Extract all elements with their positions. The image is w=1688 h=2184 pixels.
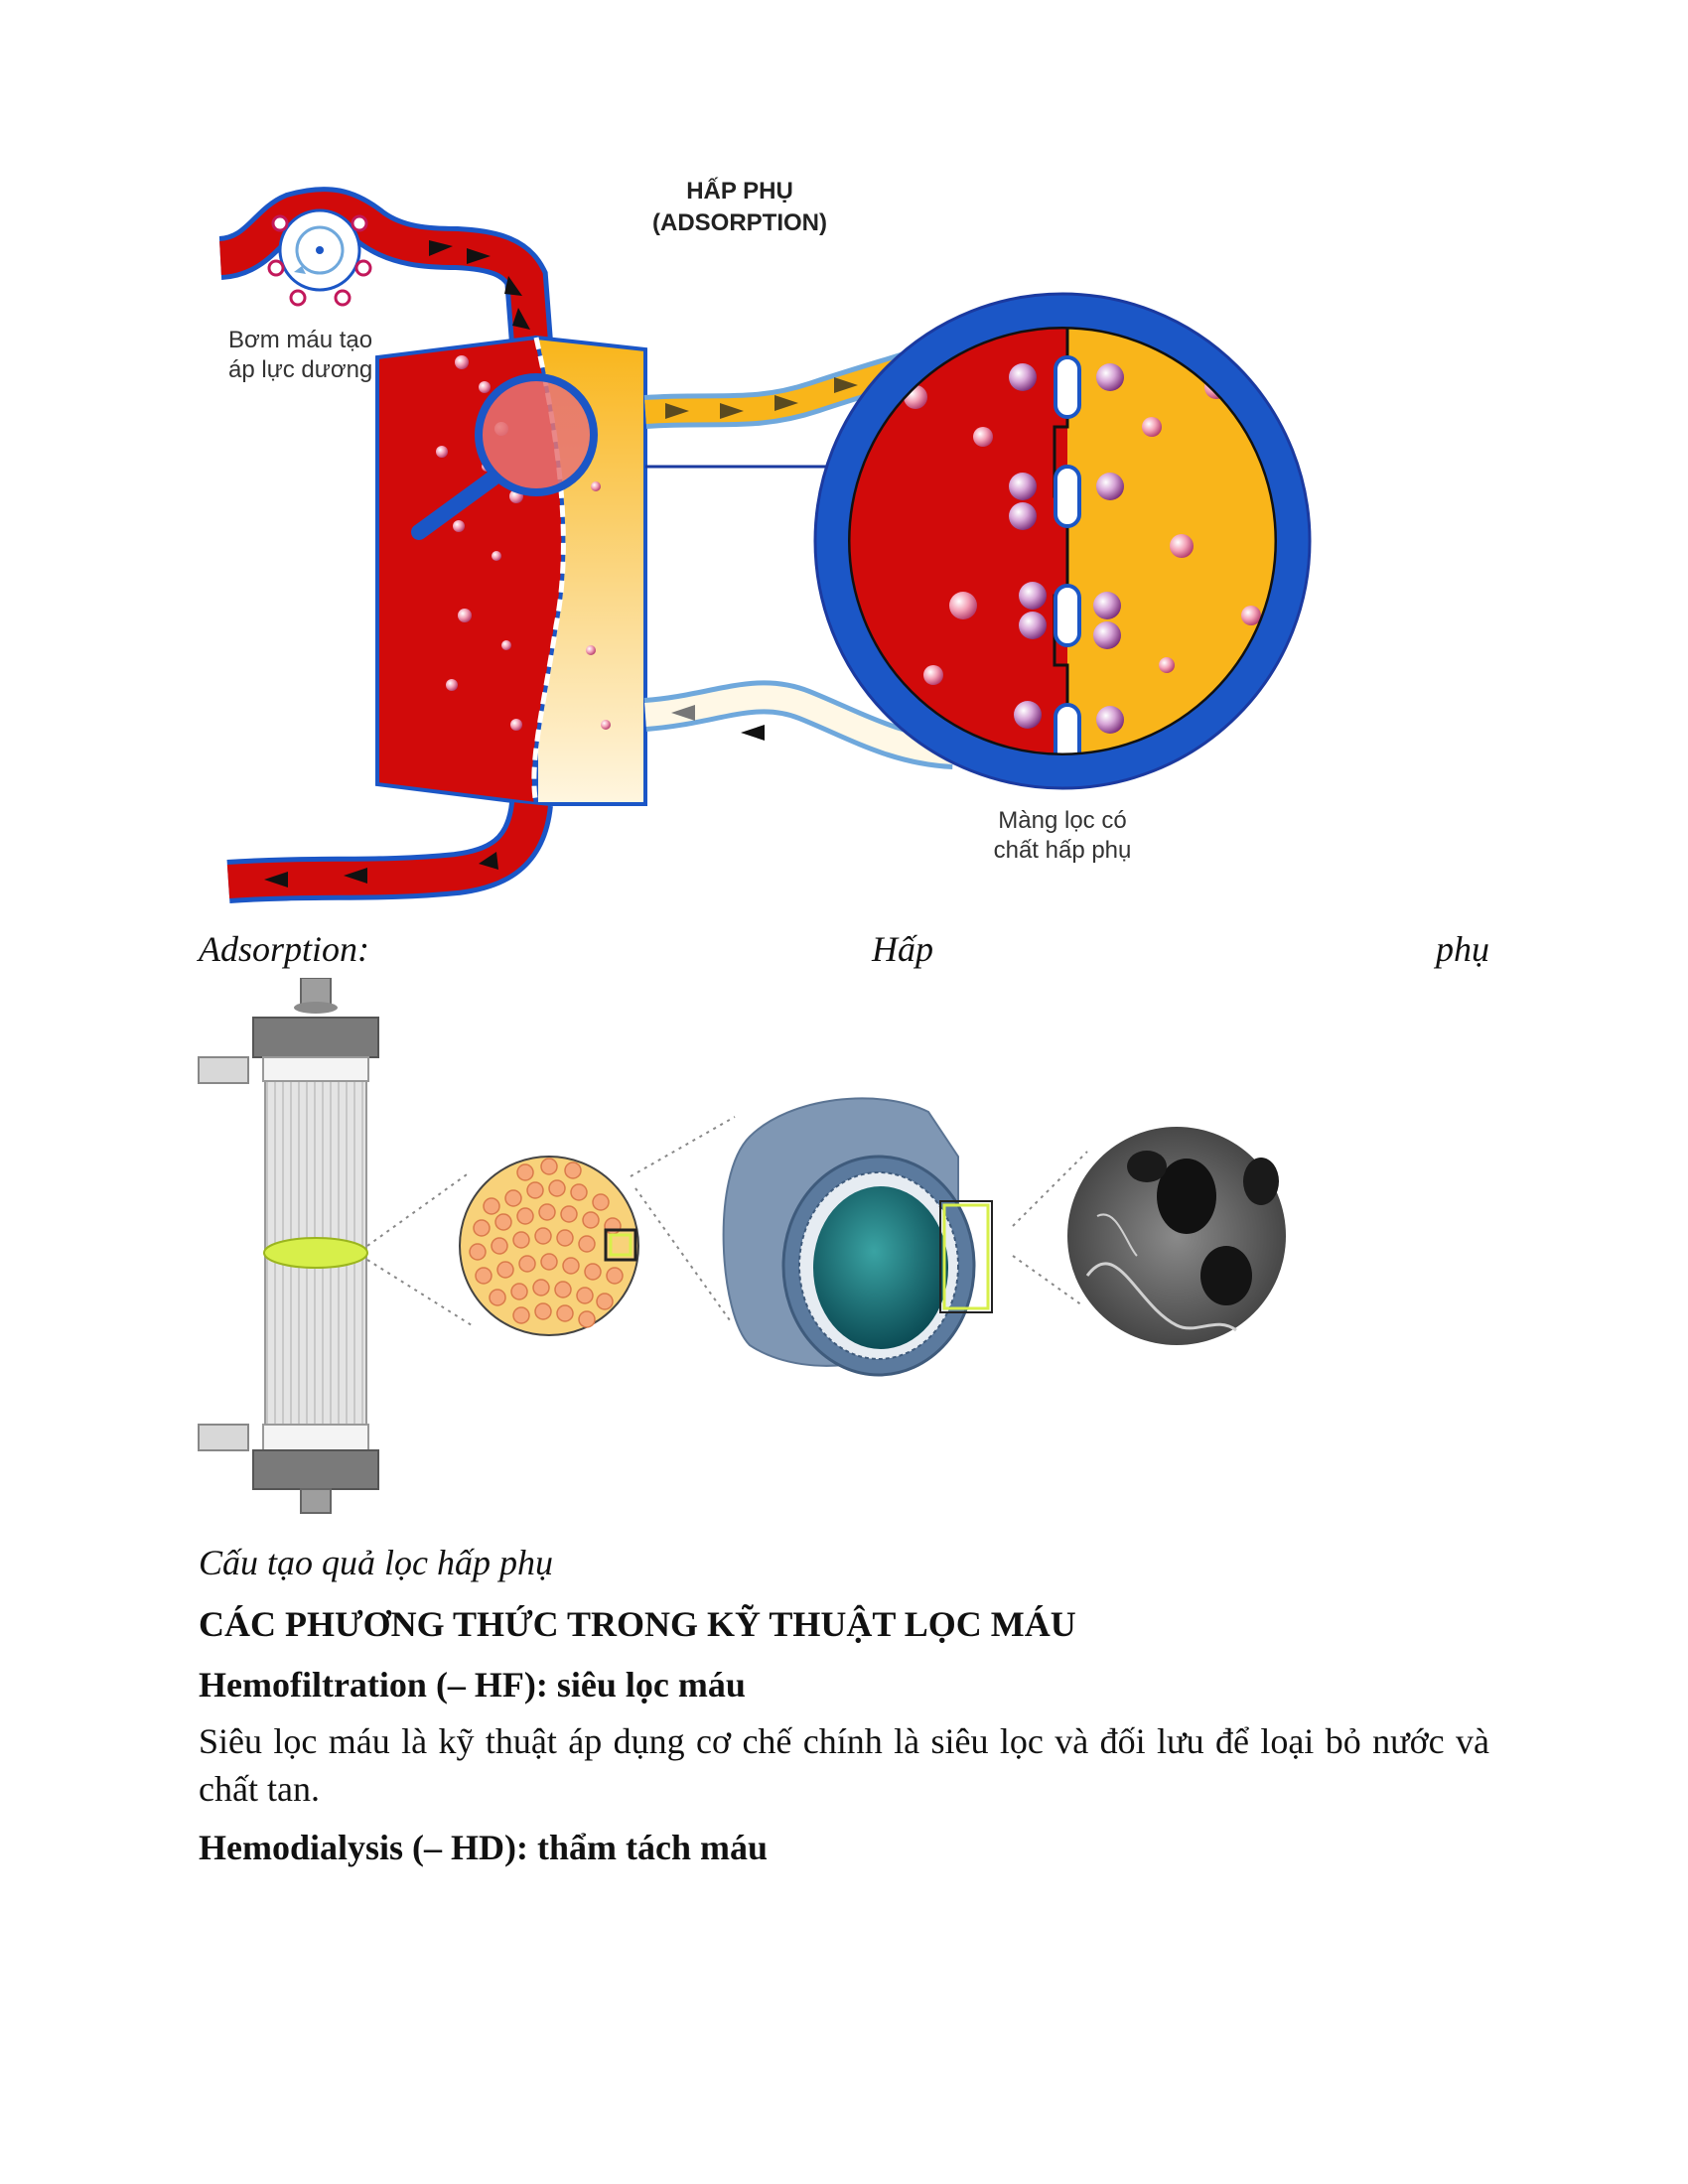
figure1-caption-part3: phụ bbox=[1435, 929, 1489, 969]
adsorber-structure-svg bbox=[198, 977, 1286, 1514]
pump-rotation-arrow-icon bbox=[294, 266, 306, 274]
hollow-fiber-tube bbox=[722, 1097, 993, 1377]
membrane-label-line2: chất hấp phụ bbox=[994, 837, 1132, 864]
membrane-label-line1: Màng lọc có bbox=[998, 807, 1126, 834]
cartridge-upper-port bbox=[198, 1056, 249, 1084]
adsorber-cartridge bbox=[198, 977, 379, 1514]
inlet-tube-blood bbox=[217, 192, 548, 344]
fiber-lumen bbox=[813, 1186, 948, 1349]
sorbent-particles bbox=[1009, 363, 1124, 734]
figure1-caption-part1: Adsorption: bbox=[199, 929, 370, 969]
hemofiltration-heading: Hemofiltration (– HF): siêu lọc máu bbox=[199, 1665, 746, 1705]
outlet-flow-arrows bbox=[264, 852, 498, 887]
section-heading: CÁC PHƯƠNG THỨC TRONG KỸ THUẬT LỌC MÁU bbox=[199, 1604, 1076, 1644]
zoom-frame bbox=[816, 295, 1309, 787]
wall-highlight-box bbox=[942, 1203, 990, 1310]
zoom-leader-lines bbox=[366, 1116, 1088, 1326]
return-inlet-tube bbox=[644, 685, 954, 764]
fiber-cross-section bbox=[459, 1156, 639, 1336]
cross-section-marker bbox=[263, 1237, 368, 1269]
cartridge-top-cap bbox=[252, 1017, 379, 1058]
figure2-caption: Cấu tạo quả lọc hấp phụ bbox=[199, 1543, 553, 1582]
figure1-caption: Adsorption: Hấp phụ bbox=[199, 928, 1489, 974]
pump-rotor bbox=[295, 225, 345, 275]
blood-pump bbox=[267, 208, 372, 307]
cartridge-lower-port bbox=[198, 1424, 249, 1451]
pump-label-line1: Bơm máu tạo bbox=[228, 327, 372, 353]
adsorption-diagram-svg: Bơm máu tạo áp lực dương HẤP PHỤ (ADSORP… bbox=[217, 177, 1312, 903]
diagram-title-line1: HẤP PHỤ bbox=[686, 177, 793, 205]
figure1-caption-part2: Hấp bbox=[872, 929, 933, 969]
inlet-flow-arrows bbox=[429, 240, 530, 330]
diagram-title-line2: (ADSORPTION) bbox=[652, 209, 827, 236]
membrane-pores bbox=[1054, 355, 1081, 754]
adsorption-diagram: Bơm máu tạo áp lực dương HẤP PHỤ (ADSORP… bbox=[199, 169, 1390, 913]
return-flow-arrows bbox=[671, 705, 695, 721]
pump-label-line2: áp lực dương bbox=[228, 356, 372, 383]
adsorber-structure-figure bbox=[194, 977, 1385, 1534]
pump-axle bbox=[316, 246, 324, 254]
hemofiltration-paragraph: Siêu lọc máu là kỹ thuật áp dụng cơ chế … bbox=[199, 1721, 1489, 1809]
fiber-highlight-box bbox=[609, 1233, 633, 1257]
sem-micrograph bbox=[1067, 1127, 1286, 1345]
magnifier-icon bbox=[411, 373, 862, 540]
membrane-zoom-view bbox=[813, 292, 1312, 790]
pump-rollers bbox=[267, 214, 372, 307]
outlet-tube-blood bbox=[226, 801, 548, 898]
cartridge-bottom-cap bbox=[252, 1449, 379, 1490]
hemodialysis-heading: Hemodialysis (– HD): thẩm tách máu bbox=[199, 1828, 768, 1867]
